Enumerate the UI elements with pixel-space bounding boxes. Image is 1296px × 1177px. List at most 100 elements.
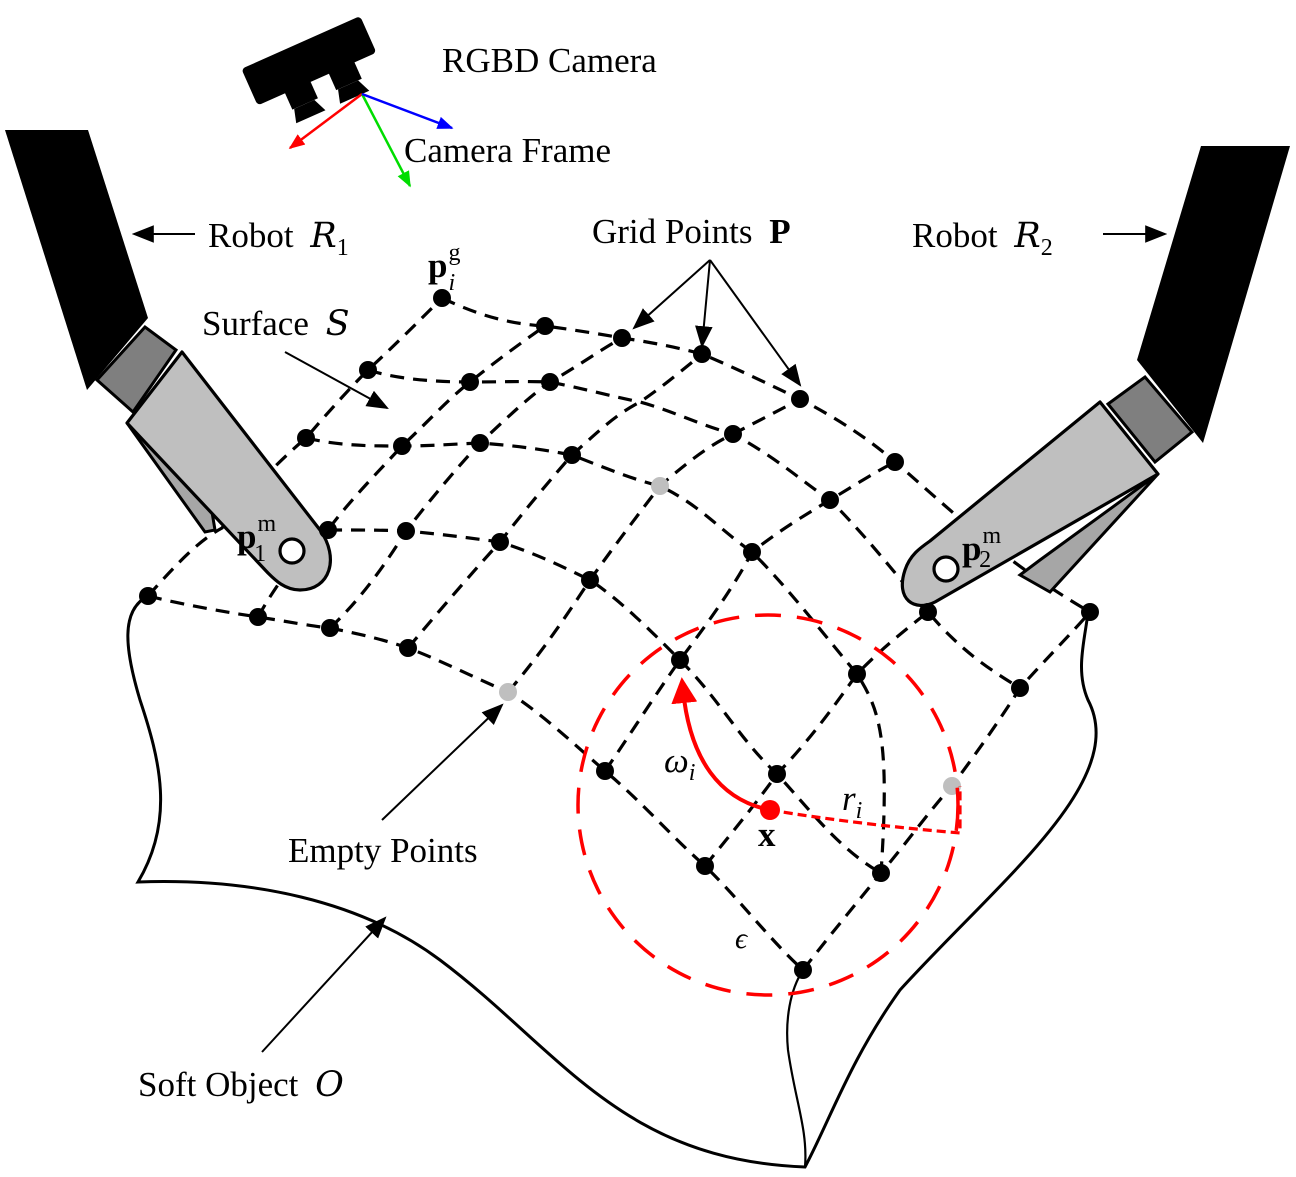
weight-base: ω	[664, 741, 689, 780]
robot-1-grasp-hole	[278, 537, 306, 565]
grid-point	[794, 961, 812, 979]
soft-object-outline	[126, 594, 1098, 1169]
grid-point	[596, 762, 614, 780]
goal-point-sub: i	[448, 270, 455, 296]
radius-label: ri	[842, 779, 862, 824]
rgbd-camera-icon	[242, 17, 376, 124]
grid-row	[327, 528, 882, 875]
camera-axis-z	[361, 92, 454, 130]
surface-label: Surface S	[202, 304, 350, 344]
grid-point	[791, 390, 809, 408]
weight-sub: i	[689, 760, 696, 786]
grid-point	[397, 522, 415, 540]
robot-2-wrist	[1105, 374, 1195, 465]
robot-2-symbol: R	[1013, 216, 1040, 256]
manip-point-1-base: p	[237, 517, 256, 556]
robot-1-word: Robot	[208, 216, 294, 255]
robot-1-wrist	[94, 324, 179, 415]
grid-point	[433, 289, 451, 307]
robot-2-word: Robot	[912, 216, 998, 255]
query-point-x	[760, 800, 780, 820]
radius-base: r	[842, 779, 856, 818]
epsilon-neighborhood-circle	[576, 613, 960, 997]
grid-point	[541, 373, 559, 391]
query-point-label: x	[758, 815, 776, 854]
grid-col	[703, 610, 929, 868]
grid-points	[139, 289, 1099, 979]
robot-2-grasp-hole	[932, 555, 960, 583]
radius-line	[769, 786, 962, 835]
grid-point	[821, 491, 839, 509]
grid-points-symbol: P	[769, 212, 790, 251]
surface-symbol: S	[326, 304, 350, 344]
camera-axis-x	[288, 93, 363, 149]
grid-point	[297, 429, 315, 447]
soft-object-pointer-arrow	[261, 916, 387, 1053]
grid-point	[724, 425, 742, 443]
grid-col	[406, 352, 704, 650]
empty-grid-point	[651, 477, 669, 495]
empty-points-label: Empty Points	[288, 831, 478, 870]
soft-object-fold	[786, 969, 807, 1168]
grid-points-pointer-arrow	[632, 259, 711, 330]
robot-1-arm	[5, 130, 332, 592]
grid-point	[471, 434, 489, 452]
robot-2-link	[1137, 146, 1290, 443]
grid-point	[249, 608, 267, 626]
grid-point	[848, 665, 866, 683]
grid-point	[696, 857, 714, 875]
surface-word: Surface	[202, 304, 309, 343]
robot-1-label: Robot R1	[208, 216, 349, 261]
camera-axis-y	[360, 93, 412, 188]
grid-point	[393, 437, 411, 455]
epsilon-label: ϵ	[735, 922, 749, 955]
grid-col	[146, 296, 444, 598]
manip-point-1-label: pm 1	[237, 511, 276, 567]
manip-point-1-sub: 1	[254, 541, 266, 567]
empty-grid-point	[499, 683, 517, 701]
weight-label: ωi	[664, 741, 695, 786]
weight-arrow	[671, 677, 771, 812]
grid-points-pointer-arrow	[695, 259, 713, 349]
grid-point	[1081, 603, 1099, 621]
robot-2-arm	[900, 146, 1290, 608]
surface-pointer-arrow	[284, 351, 389, 410]
goal-point-sup: g	[448, 240, 460, 266]
rgbd-camera-label: RGBD Camera	[442, 41, 657, 80]
empty-points-pointer-arrow	[381, 703, 504, 821]
robot-2-index: 2	[1041, 235, 1053, 261]
soft-object-label: Soft Object O	[138, 1065, 344, 1105]
grid-row	[367, 368, 1021, 690]
grid-point	[321, 619, 339, 637]
grid-point	[581, 571, 599, 589]
grid-point	[768, 765, 786, 783]
grid-row	[147, 594, 805, 972]
grid-point	[743, 543, 761, 561]
radius-sub: i	[856, 798, 863, 824]
grid-point	[613, 329, 631, 347]
grid-point	[919, 603, 937, 621]
grid-point	[461, 373, 479, 391]
robot-1-link	[5, 130, 148, 390]
grid-points-pointer-arrow	[709, 259, 802, 387]
grid-row	[441, 296, 1091, 614]
soft-object-word: Soft Object	[138, 1065, 299, 1104]
robot-2-finger-back	[1017, 472, 1160, 594]
soft-object-symbol: O	[315, 1065, 344, 1105]
manip-point-2-sub: 2	[979, 547, 991, 573]
robot-1-gripper	[125, 350, 332, 592]
robot-2-label: Robot R2	[912, 216, 1053, 261]
robot-1-index: 1	[337, 235, 349, 261]
grid-point	[886, 453, 904, 471]
grid-point	[563, 446, 581, 464]
grid-point	[1011, 679, 1029, 697]
grid-point	[872, 864, 890, 882]
grid-point	[359, 361, 377, 379]
manip-point-2-sup: m	[982, 523, 1001, 549]
manip-point-1-sup: m	[257, 511, 276, 537]
grid-point	[399, 639, 417, 657]
grid-col	[603, 460, 896, 772]
grid-point	[693, 345, 711, 363]
